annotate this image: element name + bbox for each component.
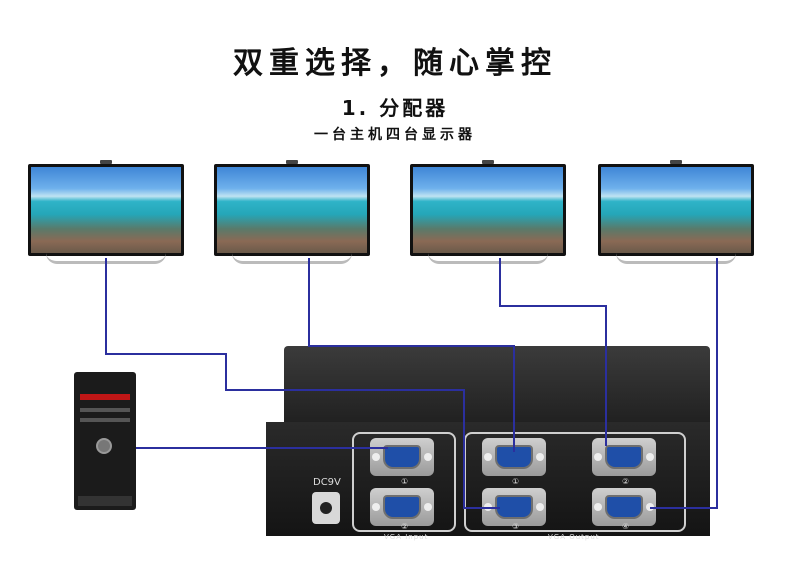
monitor-icon (28, 164, 184, 256)
camera (482, 160, 494, 164)
drive-bay (80, 408, 130, 412)
dc-jack-icon (312, 492, 340, 524)
cable-monitor-3 (499, 258, 607, 446)
port-number: ① (401, 477, 409, 486)
screen-image (217, 167, 367, 253)
cable-monitor-1 (105, 258, 500, 509)
output-label: VGA Output (548, 533, 600, 541)
monitor-icon (214, 164, 370, 256)
monitor-2 (214, 160, 370, 264)
subheading: 1. 分配器 (341, 96, 449, 120)
splitter-top (284, 346, 710, 428)
monitor-stand (616, 253, 736, 264)
pc-base (78, 496, 132, 506)
monitor-3 (410, 160, 566, 264)
pc-tower-icon (74, 372, 136, 510)
input-panel (352, 432, 456, 532)
monitor-stand (428, 253, 548, 264)
port-number: ③ (512, 522, 520, 531)
monitor-1 (28, 160, 184, 264)
monitor-4 (598, 160, 754, 264)
heading: 双重选择，随心掌控 (233, 46, 557, 81)
port-number: ② (622, 477, 630, 486)
monitor-stand (232, 253, 352, 264)
monitor-icon (410, 164, 566, 256)
drive-bay-accent (80, 394, 130, 400)
drive-bay (80, 418, 130, 422)
caption: 一台主机四台显示器 (314, 127, 476, 143)
screen-image (601, 167, 751, 253)
port-number: ② (401, 522, 409, 531)
vga-port-icon (592, 438, 656, 476)
monitor-icon (598, 164, 754, 256)
screen-image (31, 167, 181, 253)
power-label: DC9V (313, 477, 341, 488)
camera (100, 160, 112, 164)
power-button-icon (96, 438, 112, 454)
input-label: VGA Input (384, 533, 429, 541)
camera (670, 160, 682, 164)
port-number: ④ (622, 522, 630, 531)
port-number: ① (512, 477, 520, 486)
cable-monitor-4 (650, 258, 718, 509)
screen-image (413, 167, 563, 253)
vga-port-icon (370, 438, 434, 476)
camera (286, 160, 298, 164)
vga-port-icon (370, 488, 434, 526)
cable-monitor-2 (308, 258, 515, 452)
